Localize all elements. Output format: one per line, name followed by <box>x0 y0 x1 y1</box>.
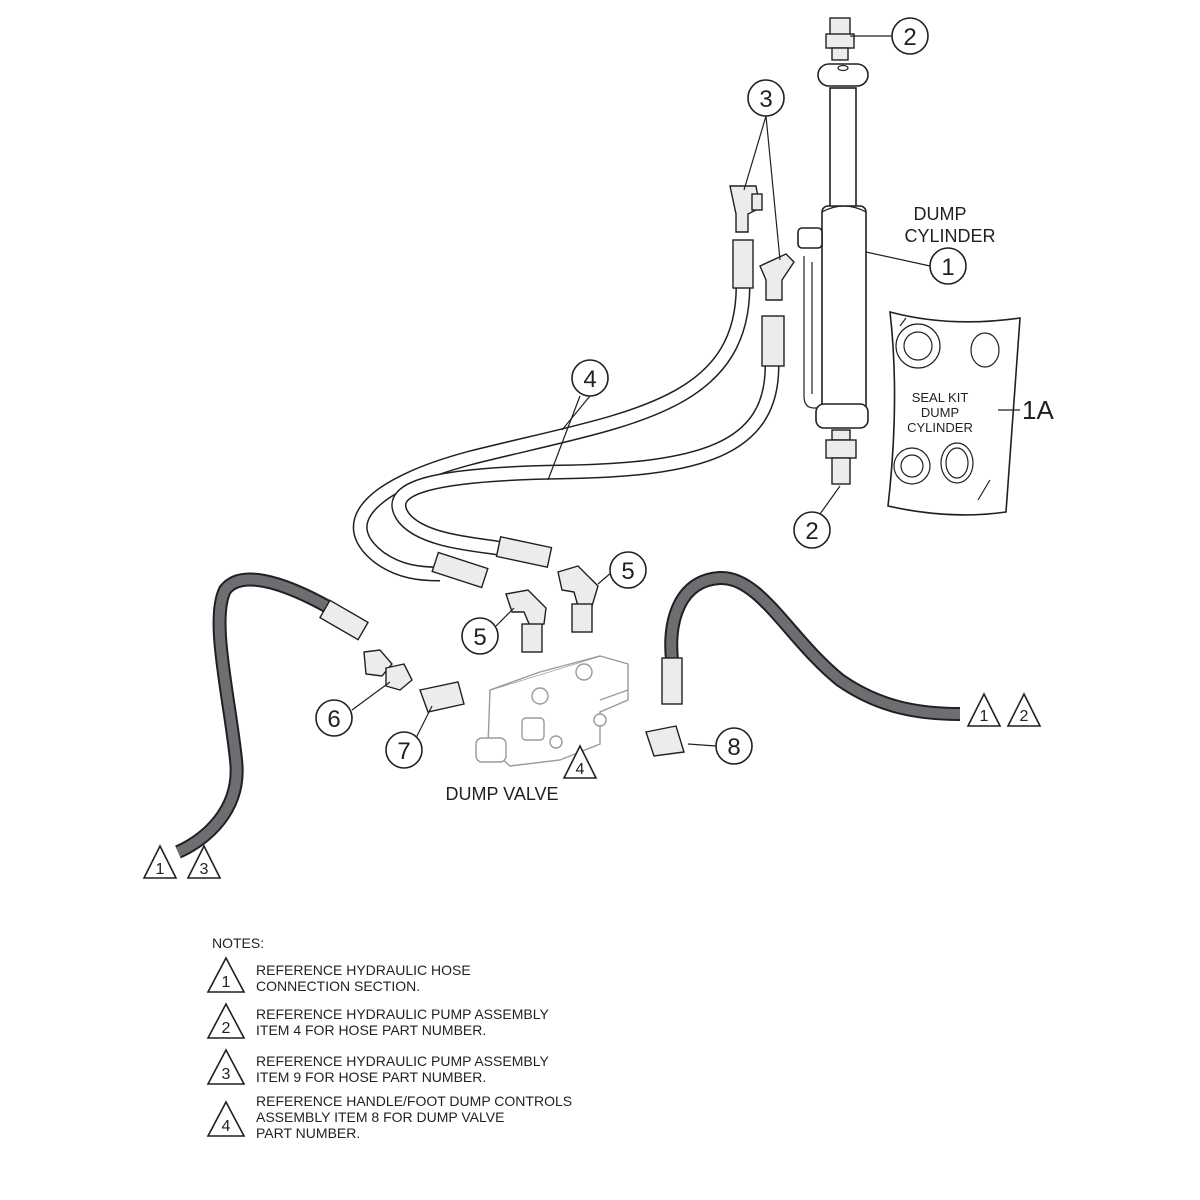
callout-3-num: 3 <box>759 86 772 113</box>
callout-5-upper-num: 5 <box>621 558 634 585</box>
callout-8: 8 <box>715 727 753 765</box>
seal-kit-label-line1: SEAL KIT <box>912 390 969 405</box>
note-item-1: 1 REFERENCE HYDRAULIC HOSE CONNECTION SE… <box>206 956 471 994</box>
dump-valve-label: DUMP VALVE <box>445 784 558 804</box>
callout-7-num: 7 <box>397 738 410 765</box>
callout-7: 7 <box>385 731 423 769</box>
callout-4-num: 4 <box>583 366 596 393</box>
flag-dump-valve-4: 4 <box>562 744 598 779</box>
flag-left-hose-3: 3 <box>186 844 222 879</box>
note-2-line1: REFERENCE HYDRAULIC PUMP ASSEMBLY <box>256 1006 549 1022</box>
callout-5-lower: 5 <box>461 617 499 655</box>
straight-fitting-item7 <box>415 681 465 739</box>
note-1-line1: REFERENCE HYDRAULIC HOSE <box>256 962 471 978</box>
callout-1: 1 <box>929 247 967 285</box>
note-item-2: 2 REFERENCE HYDRAULIC PUMP ASSEMBLY ITEM… <box>206 1002 549 1039</box>
seal-kit-bag <box>887 310 1021 516</box>
note-2-line2: ITEM 4 FOR HOSE PART NUMBER. <box>256 1022 486 1038</box>
note-4-line1: REFERENCE HANDLE/FOOT DUMP CONTROLS <box>256 1093 572 1109</box>
note-3-num: 3 <box>222 1066 231 1083</box>
callout-5-lower-num: 5 <box>473 624 486 651</box>
callout-3: 3 <box>743 79 785 261</box>
top-straight-fitting <box>825 17 855 61</box>
flag-right-hose-2: 2 <box>1006 692 1042 727</box>
callout-2-top: 2 <box>891 17 929 55</box>
right-supply-hose <box>645 571 961 757</box>
flag-right-hose-1: 1 <box>966 692 1002 727</box>
callout-2-bottom-num: 2 <box>805 518 818 545</box>
note-item-3: 3 REFERENCE HYDRAULIC PUMP ASSEMBLY ITEM… <box>206 1048 549 1085</box>
callout-6: 6 <box>315 699 353 737</box>
note-4-line2: ASSEMBLY ITEM 8 FOR DUMP VALVE <box>256 1109 504 1125</box>
note-3-line1: REFERENCE HYDRAULIC PUMP ASSEMBLY <box>256 1053 549 1069</box>
notes-heading: NOTES: <box>212 935 264 951</box>
dump-cylinder-label-line2: CYLINDER <box>904 226 995 246</box>
seal-kit-label-line3: CYLINDER <box>907 420 973 435</box>
callout-2-bottom: 2 <box>793 485 841 549</box>
flag-dump-valve-4-num: 4 <box>576 761 585 778</box>
callout-8-num: 8 <box>727 734 740 761</box>
notes-block: NOTES: 1 REFERENCE HYDRAULIC HOSE CONNEC… <box>206 935 572 1141</box>
bottom-straight-fitting <box>825 429 857 485</box>
callout-5-upper: 5 <box>609 551 647 589</box>
dump-cylinder <box>797 17 931 485</box>
seal-kit-ref-label: 1A <box>1022 395 1054 425</box>
flag-right-hose-1-num: 1 <box>980 708 989 725</box>
cylinder-hoses <box>352 185 795 589</box>
note-3-line2: ITEM 9 FOR HOSE PART NUMBER. <box>256 1069 486 1085</box>
callout-4: 4 <box>571 359 609 397</box>
note-1-line2: CONNECTION SECTION. <box>256 978 420 994</box>
note-item-4: 4 REFERENCE HANDLE/FOOT DUMP CONTROLS AS… <box>206 1093 572 1141</box>
callout-2-top-num: 2 <box>903 24 916 51</box>
callout-1-num: 1 <box>941 254 954 281</box>
flag-right-hose-2-num: 2 <box>1020 708 1029 725</box>
elbow-fittings-item5 <box>495 565 613 653</box>
dump-valve-body <box>475 655 629 767</box>
callout-6-num: 6 <box>327 706 340 733</box>
flag-left-hose-1: 1 <box>142 844 178 879</box>
note-1-num: 1 <box>222 974 231 991</box>
note-2-num: 2 <box>222 1020 231 1037</box>
flag-left-hose-1-num: 1 <box>156 861 165 878</box>
note-4-line3: PART NUMBER. <box>256 1125 360 1141</box>
note-4-num: 4 <box>222 1118 231 1135</box>
seal-kit-label-line2: DUMP <box>921 405 959 420</box>
flag-left-hose-3-num: 3 <box>200 861 209 878</box>
dump-cylinder-label-line1: DUMP <box>914 204 967 224</box>
left-supply-hose <box>175 572 413 859</box>
